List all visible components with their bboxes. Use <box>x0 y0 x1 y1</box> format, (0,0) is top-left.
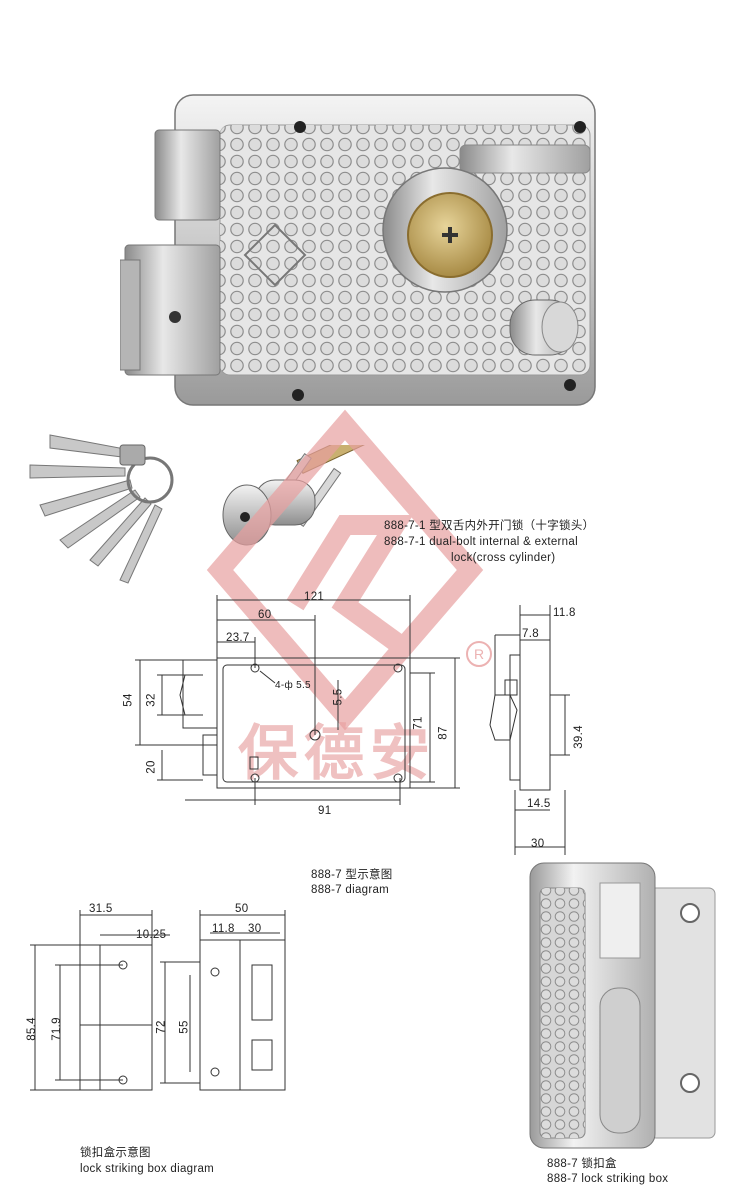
lock-diagram-caption-en: 888-7 diagram <box>311 884 390 896</box>
dim-side-inner: 7.8 <box>522 628 539 640</box>
dim-side-b2: 30 <box>531 838 545 850</box>
dim-h54: 54 <box>122 693 135 707</box>
dim-h87: 87 <box>437 726 450 740</box>
box-dim-w3: 50 <box>235 903 249 915</box>
dim-h32: 32 <box>145 693 158 707</box>
box-dim-h1: 85.4 <box>25 1017 38 1041</box>
watermark-logo <box>206 409 484 731</box>
box-dim-w4: 11.8 <box>212 923 235 935</box>
registered-mark-letter: R <box>473 646 485 662</box>
lock-diagram <box>135 595 570 855</box>
box-photo-caption-cn: 888-7 锁扣盒 <box>547 1158 617 1170</box>
dim-half: 60 <box>258 609 272 621</box>
dim-h20: 20 <box>145 760 158 774</box>
striking-box-diagram <box>30 910 286 1091</box>
keys-photo <box>29 434 174 584</box>
product-caption-cn: 888-7-1 型双舌内外开门锁（十字锁头） <box>384 520 595 532</box>
dim-offset: 23.7 <box>226 632 250 644</box>
watermark-text: 保德安 <box>238 719 436 789</box>
registered-mark: R <box>466 641 492 667</box>
product-caption-en-1: 888-7-1 dual-bolt internal & external <box>384 536 578 548</box>
dim-side-h: 39.4 <box>572 725 585 749</box>
box-dim-w5: 30 <box>248 923 262 935</box>
box-dim-h2: 71.9 <box>50 1017 63 1041</box>
dim-bottom: 91 <box>318 805 332 817</box>
box-diagram-caption-cn: 锁扣盒示意图 <box>80 1147 151 1159</box>
dim-side-top: 11.8 <box>553 607 576 619</box>
box-dim-w2: 10.25 <box>136 929 167 941</box>
dim-width: 121 <box>304 591 325 603</box>
lock-photo <box>120 94 596 406</box>
box-photo-caption-en: 888-7 lock striking box <box>547 1173 669 1185</box>
box-diagram-caption-en: lock striking box diagram <box>80 1163 215 1175</box>
dim-h71: 71 <box>412 716 425 730</box>
box-dim-h3: 72 <box>155 1020 168 1034</box>
lock-diagram-caption-cn: 888-7 型示意图 <box>311 869 393 881</box>
dim-key-offset: 5.5 <box>332 688 345 706</box>
box-dim-w1: 31.5 <box>89 903 113 915</box>
dim-side-b1: 14.5 <box>527 798 551 810</box>
dim-holes: 4-ф 5.5 <box>275 680 311 691</box>
striking-box-photo <box>529 862 716 1149</box>
product-caption-en-2: lock(cross cylinder) <box>451 552 556 564</box>
box-dim-h4: 55 <box>178 1020 191 1034</box>
